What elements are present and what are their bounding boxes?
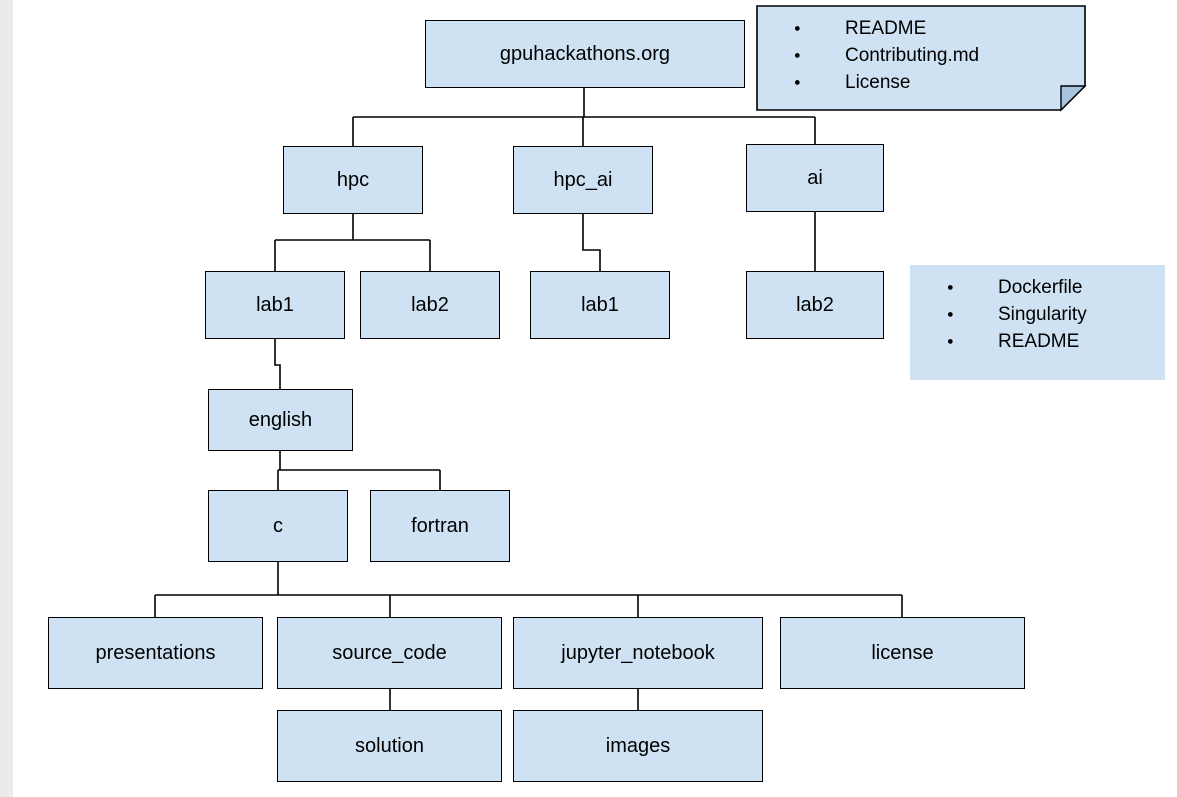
node-jupyter-notebook: jupyter_notebook: [513, 617, 763, 689]
page-margin: [0, 0, 13, 797]
node-english: english: [208, 389, 353, 451]
container-files-note: Dockerfile Singularity README: [910, 265, 1165, 380]
node-license: license: [780, 617, 1025, 689]
node-source-code: source_code: [277, 617, 502, 689]
container-files-list: Dockerfile Singularity README: [910, 265, 1165, 355]
node-images: images: [513, 710, 763, 782]
node-root: gpuhackathons.org: [425, 20, 745, 88]
root-files-list: README Contributing.md License: [757, 6, 1085, 96]
note-item: License: [757, 69, 1079, 96]
node-hpc-lab2: lab2: [360, 271, 500, 339]
node-ai: ai: [746, 144, 884, 212]
note-item: Singularity: [910, 301, 1159, 328]
tree-connectors: [154, 88, 903, 710]
node-presentations: presentations: [48, 617, 263, 689]
node-hpc: hpc: [283, 146, 423, 214]
node-ai-lab2: lab2: [746, 271, 884, 339]
note-item: README: [910, 328, 1159, 355]
note-item: README: [757, 15, 1079, 42]
node-fortran: fortran: [370, 490, 510, 562]
note-item: Dockerfile: [910, 274, 1159, 301]
node-hpc-ai: hpc_ai: [513, 146, 653, 214]
note-item: Contributing.md: [757, 42, 1079, 69]
node-hpc-ai-lab1: lab1: [530, 271, 670, 339]
node-hpc-lab1: lab1: [205, 271, 345, 339]
node-c: c: [208, 490, 348, 562]
root-files-note: README Contributing.md License: [757, 6, 1085, 110]
node-solution: solution: [277, 710, 502, 782]
